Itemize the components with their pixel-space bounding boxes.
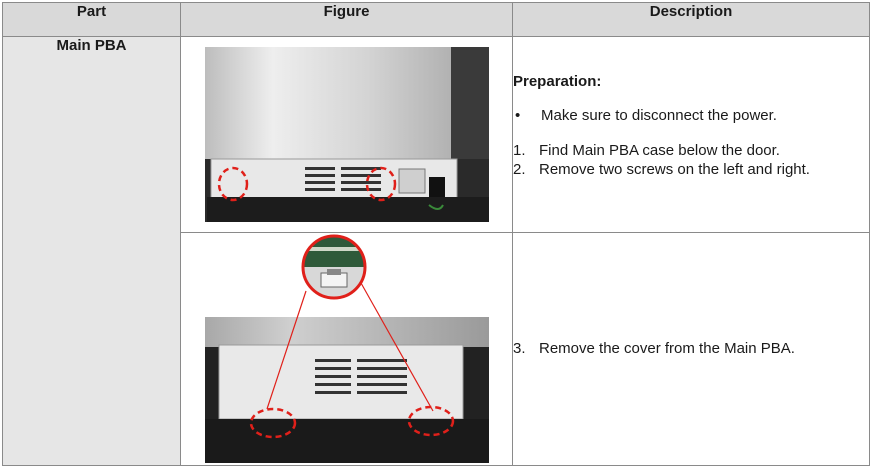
step-number: 2. [513, 161, 526, 178]
description-cell-2: 3. Remove the cover from the Main PBA. [512, 232, 870, 466]
step-number: 3. [513, 340, 526, 357]
list-item: 3. Remove the cover from the Main PBA. [513, 339, 869, 358]
figure-cover-removal [205, 234, 489, 463]
header-description: Description [512, 2, 870, 37]
step-text: Find Main PBA case below the door. [539, 142, 780, 159]
bullet-marker: • [515, 107, 521, 124]
figure-cell-2 [180, 232, 513, 466]
description-cell-1: Preparation: • Make sure to disconnect t… [512, 36, 870, 233]
table-row: 3. Remove the cover from the Main PBA. [3, 232, 870, 466]
header-part: Part [2, 2, 181, 37]
step-number: 1. [513, 142, 526, 159]
header-row: Part Figure Description [2, 2, 870, 37]
step-text: Remove the cover from the Main PBA. [539, 340, 795, 357]
step-text: Remove two screws on the left and right. [539, 161, 810, 178]
steps-list: 1. Find Main PBA case below the door. 2.… [513, 141, 869, 179]
figure-main-pba-case [205, 47, 489, 222]
header-figure: Figure [180, 2, 513, 37]
part-label: Main PBA [56, 37, 127, 54]
list-item: • Make sure to disconnect the power. [513, 107, 869, 124]
table-row: Main PBA [2, 36, 870, 466]
figure-cell-1 [180, 36, 513, 233]
bullet-text: Make sure to disconnect the power. [541, 107, 777, 124]
part-cell: Main PBA [2, 36, 181, 466]
list-item: 1. Find Main PBA case below the door. [513, 141, 869, 160]
preparation-heading: Preparation: [513, 73, 602, 90]
list-item: 2. Remove two screws on the left and rig… [513, 160, 869, 179]
